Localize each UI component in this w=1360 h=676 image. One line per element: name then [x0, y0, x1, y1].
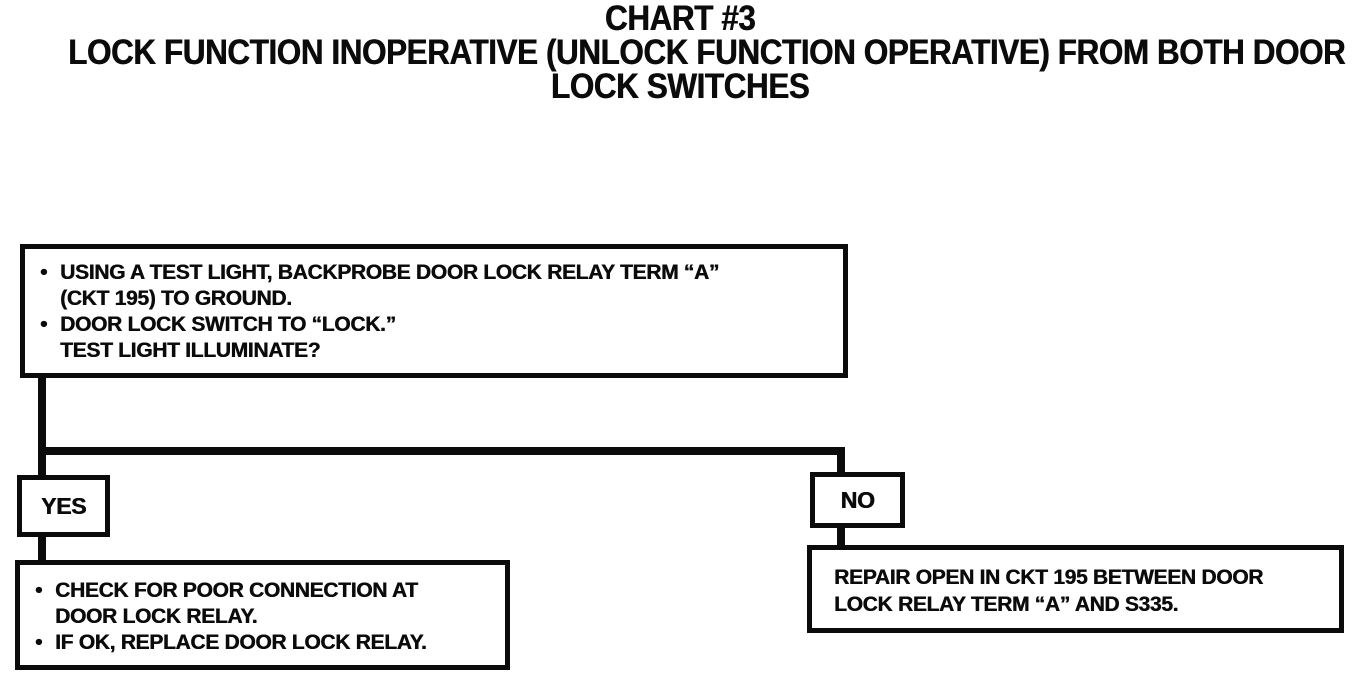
question-box: • USING A TEST LIGHT, BACKPROBE DOOR LOC… [20, 244, 848, 378]
connector-no-to-result [837, 526, 845, 548]
chart-title-line1: CHART #3 [604, 0, 756, 38]
no-branch-box: NO [810, 472, 905, 528]
connector-yes-to-result [38, 535, 46, 563]
chart-title-line2: LOCK FUNCTION INOPERATIVE (UNLOCK FUNCTI… [68, 33, 1346, 72]
bullet-icon: • [40, 313, 48, 336]
yes-branch-box: YES [17, 475, 110, 537]
yes-result-bullet-1-line1: CHECK FOR POOR CONNECTION AT [55, 579, 418, 602]
connector-branch-to-no [837, 447, 845, 475]
no-label: NO [840, 486, 875, 513]
no-result-box: REPAIR OPEN IN CKT 195 BETWEEN DOOR LOCK… [807, 545, 1344, 633]
chart-title: CHART #3 LOCK FUNCTION INOPERATIVE (UNLO… [68, 0, 1346, 106]
no-result-line1: REPAIR OPEN IN CKT 195 BETWEEN DOOR [834, 566, 1264, 589]
question-bullet-2: • DOOR LOCK SWITCH TO “LOCK.” TEST LIGHT… [40, 312, 829, 364]
chart-title-line3: LOCK SWITCHES [550, 67, 810, 106]
no-result-line2: LOCK RELAY TERM “A” AND S335. [834, 593, 1179, 616]
connector-branch-horizontal [38, 447, 845, 455]
bullet-icon: • [35, 579, 43, 602]
bullet-icon: • [40, 261, 48, 284]
yes-result-bullet-2: • IF OK, REPLACE DOOR LOCK RELAY. [35, 630, 495, 656]
question-bullet-1-line2: (CKT 195) TO GROUND. [60, 287, 292, 310]
yes-result-box: • CHECK FOR POOR CONNECTION AT DOOR LOCK… [15, 560, 510, 670]
yes-label: YES [40, 492, 87, 519]
question-bullet-1-line1: USING A TEST LIGHT, BACKPROBE DOOR LOCK … [60, 261, 719, 284]
question-bullet-1: • USING A TEST LIGHT, BACKPROBE DOOR LOC… [40, 260, 829, 312]
yes-result-bullet-1-line2: DOOR LOCK RELAY. [55, 605, 258, 628]
yes-result-bullet-1: • CHECK FOR POOR CONNECTION AT DOOR LOCK… [35, 578, 495, 630]
bullet-icon: • [35, 631, 43, 654]
connector-question-to-branch [38, 378, 46, 478]
question-bullet-2-line2: TEST LIGHT ILLUMINATE? [60, 339, 321, 362]
question-bullet-2-line1: DOOR LOCK SWITCH TO “LOCK.” [60, 313, 396, 336]
yes-result-bullet-2-line1: IF OK, REPLACE DOOR LOCK RELAY. [55, 631, 427, 654]
